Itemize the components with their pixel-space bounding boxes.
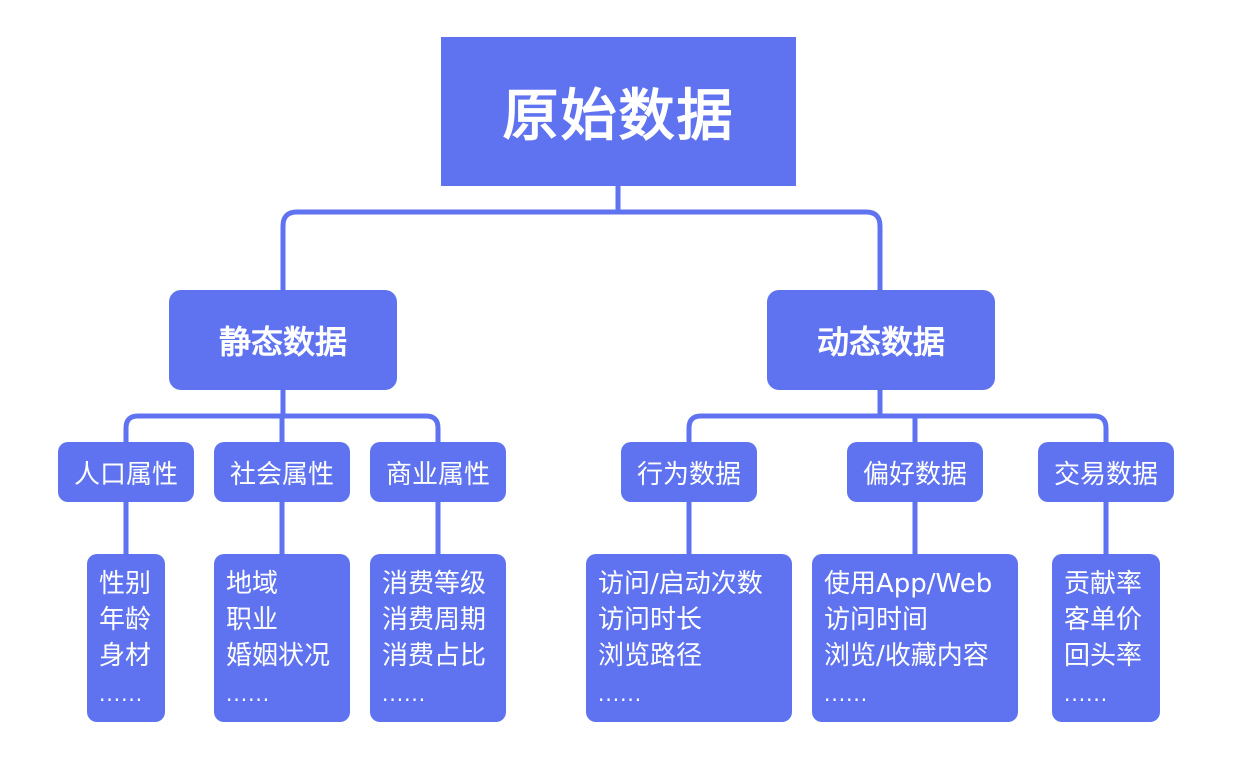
connector-dynamic xyxy=(686,390,1109,442)
population-attr-items: 性别 年龄 身材 ...... xyxy=(87,554,165,722)
list-item-ellipsis: ...... xyxy=(99,682,144,706)
list-item: 职业 xyxy=(226,605,279,635)
root-label: 原始数据 xyxy=(502,84,735,149)
list-item: 贡献率 xyxy=(1064,569,1143,599)
list-item: 访问时间 xyxy=(824,605,929,635)
list-item: 性别 xyxy=(99,569,152,599)
list-item: 使用App/Web xyxy=(824,569,993,599)
population-attr-label: 人口属性 xyxy=(73,459,178,490)
static-data-label: 静态数据 xyxy=(218,323,347,361)
transaction-data-items: 贡献率 客单价 回头率 ...... xyxy=(1052,554,1160,722)
list-item: 婚姻状况 xyxy=(226,641,331,671)
social-attr-node: 社会属性 xyxy=(214,442,350,502)
preference-data-items: 使用App/Web 访问时间 浏览/收藏内容 ...... xyxy=(812,554,1018,722)
list-item: 消费周期 xyxy=(382,605,487,635)
list-item-ellipsis: ...... xyxy=(598,682,643,706)
dynamic-data-node: 动态数据 xyxy=(767,290,995,390)
preference-data-node: 偏好数据 xyxy=(847,442,983,502)
list-item: 身材 xyxy=(99,641,152,671)
connector-static xyxy=(123,390,441,442)
dynamic-data-label: 动态数据 xyxy=(816,323,945,361)
behavior-data-label: 行为数据 xyxy=(636,459,741,490)
connector-root xyxy=(280,186,883,290)
social-attr-label: 社会属性 xyxy=(229,459,334,490)
social-attr-items: 地域 职业 婚姻状况 ...... xyxy=(214,554,350,722)
list-item: 访问/启动次数 xyxy=(598,569,763,599)
root-node: 原始数据 xyxy=(441,37,796,186)
population-attr-node: 人口属性 xyxy=(58,442,194,502)
list-item: 访问时长 xyxy=(598,605,703,635)
commercial-attr-label: 商业属性 xyxy=(385,459,490,490)
commercial-attr-items: 消费等级 消费周期 消费占比 ...... xyxy=(370,554,506,722)
transaction-data-node: 交易数据 xyxy=(1038,442,1174,502)
connector-leaves xyxy=(123,502,1109,554)
behavior-data-node: 行为数据 xyxy=(621,442,757,502)
transaction-data-label: 交易数据 xyxy=(1053,459,1158,490)
list-item: 客单价 xyxy=(1064,605,1143,635)
list-item-ellipsis: ...... xyxy=(226,682,271,706)
list-item: 地域 xyxy=(226,569,279,599)
behavior-data-items: 访问/启动次数 访问时长 浏览路径 ...... xyxy=(586,554,792,722)
static-data-node: 静态数据 xyxy=(169,290,397,390)
list-item: 回头率 xyxy=(1064,641,1143,671)
list-item-ellipsis: ...... xyxy=(1064,682,1109,706)
list-item: 浏览路径 xyxy=(598,641,703,671)
list-item: 年龄 xyxy=(99,605,152,635)
list-item: 消费等级 xyxy=(382,569,487,599)
list-item-ellipsis: ...... xyxy=(824,682,869,706)
list-item-ellipsis: ...... xyxy=(382,682,427,706)
preference-data-label: 偏好数据 xyxy=(862,459,967,490)
list-item: 浏览/收藏内容 xyxy=(824,641,989,671)
commercial-attr-node: 商业属性 xyxy=(370,442,506,502)
list-item: 消费占比 xyxy=(382,641,487,671)
